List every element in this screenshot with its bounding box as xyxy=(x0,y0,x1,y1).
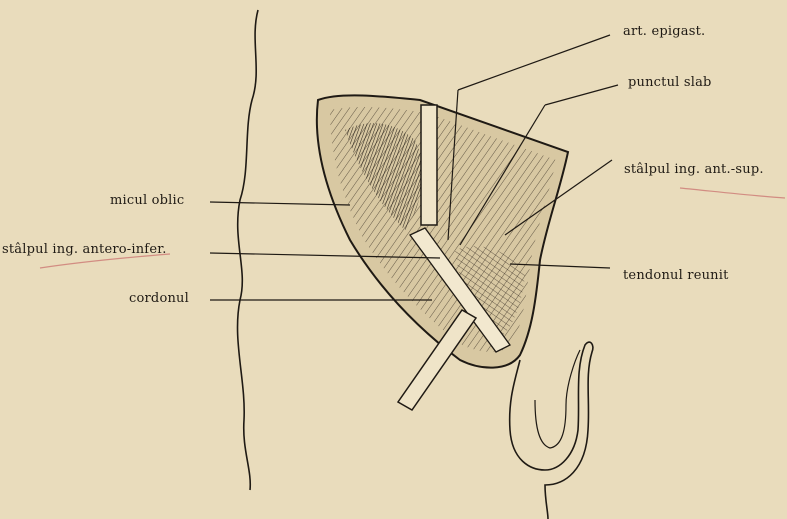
leader-punctul-slab xyxy=(545,85,618,105)
leader-micul-oblic xyxy=(210,202,350,205)
label-punctul-slab: punctul slab xyxy=(628,75,712,90)
pencil-mark-right xyxy=(680,188,785,198)
label-art-epigast: art. epigast. xyxy=(623,24,705,39)
leader-art-epigast xyxy=(458,35,610,90)
label-tendonul-reunit: tendonul reunit xyxy=(623,268,729,283)
label-stalpul-ant-sup: stâlpul ing. ant.-sup. xyxy=(624,162,764,177)
label-micul-oblic: micul oblic xyxy=(110,193,184,208)
body-outline xyxy=(238,10,258,490)
genital-outline xyxy=(510,342,593,519)
retractor-upper xyxy=(421,105,437,225)
label-stalpul-antero-infer: stâlpul ing. antero-infer. xyxy=(2,242,167,257)
label-cordonul: cordonul xyxy=(129,291,189,306)
genital-inner xyxy=(535,350,580,448)
